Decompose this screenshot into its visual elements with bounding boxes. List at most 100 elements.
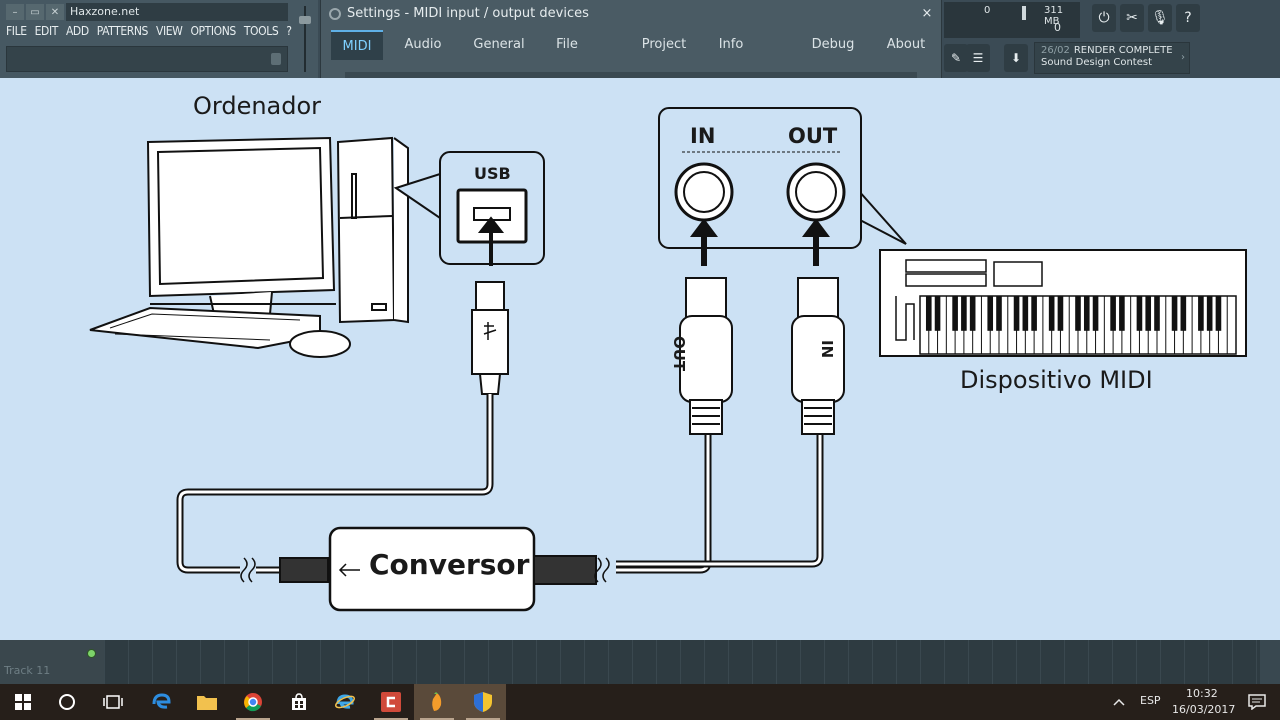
slider-knob[interactable] <box>299 16 311 24</box>
mouse-icon <box>289 330 351 358</box>
menu-options[interactable]: OPTIONS <box>190 24 236 38</box>
settings-title: Settings - MIDI input / output devices <box>347 6 589 21</box>
input-language[interactable]: ESP <box>1140 694 1161 707</box>
black-key <box>1198 296 1204 331</box>
notifications-icon[interactable] <box>1234 684 1280 720</box>
midi-in-label: IN <box>690 124 716 148</box>
clock-time[interactable]: 10:32 <box>1186 687 1218 700</box>
task-view-icon[interactable] <box>90 684 136 720</box>
store-icon[interactable] <box>276 684 322 720</box>
internet-explorer-icon[interactable] <box>322 684 368 720</box>
power-icon[interactable]: ⏻ <box>1092 4 1116 32</box>
tab-debug[interactable]: Debug <box>811 37 855 52</box>
gear-icon <box>329 7 341 20</box>
fl-window-buttons: – ▭ ✕ <box>6 4 64 20</box>
menu-tools[interactable]: TOOLS <box>243 24 279 38</box>
black-key <box>1154 296 1160 331</box>
lock-icon[interactable] <box>271 53 281 65</box>
cpu-value: 0 <box>984 5 991 16</box>
tab-audio[interactable]: Audio <box>404 37 442 52</box>
menu-view[interactable]: VIEW <box>155 24 183 38</box>
usb-plug-icon <box>475 281 505 311</box>
pencil-icon[interactable]: ✎ <box>944 44 968 72</box>
hint-bar <box>6 46 288 72</box>
track-grid[interactable] <box>104 640 1260 684</box>
camtasia-icon[interactable] <box>368 684 414 720</box>
settings-content-edge <box>345 72 917 78</box>
restore-icon[interactable]: ▭ <box>26 4 44 20</box>
edge-browser-icon[interactable] <box>138 684 184 720</box>
chrome-browser-icon[interactable] <box>230 684 276 720</box>
menu-patterns[interactable]: PATTERNS <box>96 24 149 38</box>
tab-midi[interactable]: MIDI <box>331 30 383 60</box>
black-key <box>952 296 958 331</box>
tab-general[interactable]: General <box>473 37 525 52</box>
tab-project[interactable]: Project <box>641 37 687 52</box>
menu-edit[interactable]: EDIT <box>34 24 59 38</box>
slider-track <box>304 6 306 72</box>
microphone-icon[interactable]: 🎙 <box>1148 4 1172 32</box>
clock-date[interactable]: 16/03/2017 <box>1172 703 1236 716</box>
cortana-search-icon[interactable] <box>44 684 90 720</box>
black-key <box>1092 296 1099 331</box>
menu-add[interactable]: ADD <box>65 24 89 38</box>
tab-info[interactable]: Info <box>718 37 744 52</box>
tab-about[interactable]: About <box>886 37 926 52</box>
settings-tabs: MIDI Audio General File Project Info Deb… <box>325 30 937 60</box>
black-key <box>1075 296 1081 331</box>
vertical-scrollbar[interactable] <box>1260 640 1280 684</box>
menu-file[interactable]: FILE <box>6 24 27 38</box>
black-key <box>1031 296 1037 331</box>
black-key <box>1057 296 1064 331</box>
black-key <box>996 296 1002 331</box>
usb-label: USB <box>474 164 511 183</box>
security-shield-icon[interactable] <box>460 684 506 720</box>
converter-label: Conversor <box>369 548 530 581</box>
minimize-icon[interactable]: – <box>6 4 24 20</box>
settings-title-bar: Settings - MIDI input / output devices <box>329 6 589 21</box>
download-icon[interactable]: ⬇ <box>1004 44 1028 72</box>
fl-studio-icon[interactable] <box>414 684 460 720</box>
polyphony-value: 0 <box>1054 21 1061 34</box>
midi-connection-diagram: Ordenador USB IN OUT OUT IN Conversor Di… <box>0 78 1280 640</box>
windows-start-icon[interactable] <box>0 684 46 720</box>
menu-help[interactable]: ? <box>286 24 292 38</box>
black-key <box>987 296 994 331</box>
black-key <box>961 296 967 331</box>
cpu-memory-meter: 0 311 MB 0 <box>944 2 1080 38</box>
black-key <box>1110 296 1116 331</box>
midi-device-label: Dispositivo MIDI <box>960 366 1153 394</box>
close-icon[interactable]: ✕ <box>46 4 64 20</box>
project-name: Sound Design Contest <box>1041 57 1153 68</box>
render-status: RENDER COMPLETE <box>1073 45 1173 56</box>
cpu-bar <box>1022 6 1026 20</box>
black-key <box>1206 296 1213 331</box>
black-key <box>1119 296 1125 331</box>
piano-keys <box>925 296 1228 354</box>
computer-keyboard-icon <box>89 306 321 350</box>
black-key <box>1048 296 1055 331</box>
help-icon[interactable]: ? <box>1176 4 1200 32</box>
black-key <box>1013 296 1020 331</box>
tab-file[interactable]: File <box>556 37 578 52</box>
chevron-up-icon[interactable] <box>1104 684 1134 720</box>
settings-close-button[interactable]: × <box>921 6 933 21</box>
track-mute-led[interactable] <box>87 649 96 658</box>
mixer-icon[interactable]: ☰ <box>966 44 990 72</box>
cut-icon[interactable]: ✂ <box>1120 4 1144 32</box>
computer-label: Ordenador <box>193 92 322 120</box>
fl-top-bar: – ▭ ✕ Haxzone.net FILE EDIT ADD PATTERNS… <box>0 0 1280 78</box>
memory-value: 311 MB <box>1044 5 1064 27</box>
midi-plug-in <box>797 277 839 319</box>
midi-plug-out <box>685 277 727 319</box>
file-explorer-icon[interactable] <box>184 684 230 720</box>
master-volume-slider[interactable] <box>298 6 312 72</box>
settings-window: Settings - MIDI input / output devices ×… <box>320 0 942 78</box>
track-header[interactable]: Track 11 <box>0 640 104 684</box>
fl-menu-bar: FILE EDIT ADD PATTERNS VIEW OPTIONS TOOL… <box>6 24 292 38</box>
midi-out-label: OUT <box>788 124 838 148</box>
